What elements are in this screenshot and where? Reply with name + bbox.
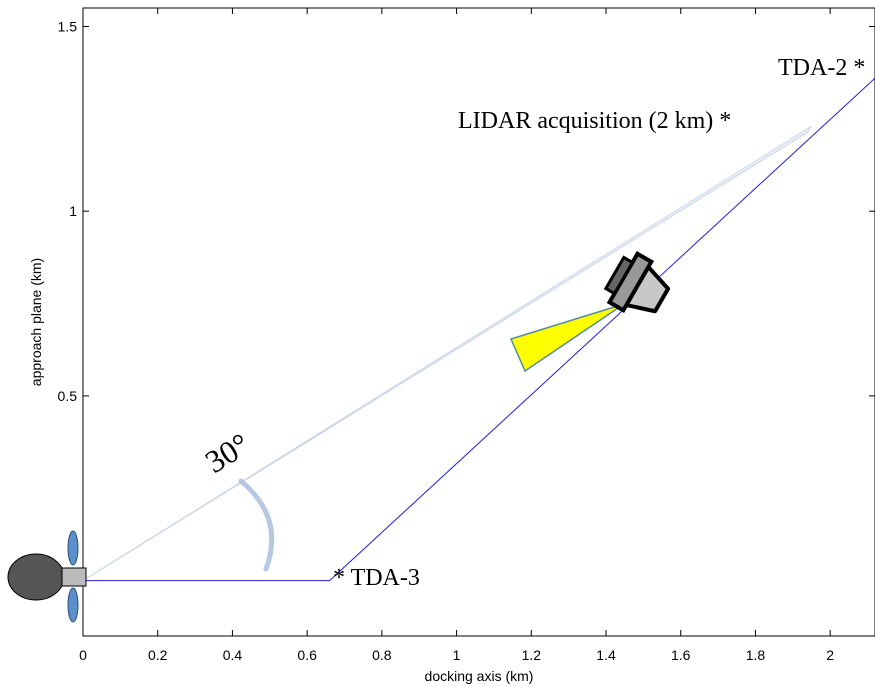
space-station-icon <box>7 530 87 623</box>
lidar-beam-icon <box>509 303 625 373</box>
x-axis-label: docking axis (km) <box>425 668 534 684</box>
y-axis-label: approach plane (km) <box>28 258 44 386</box>
x-tick-label: 0.4 <box>223 647 243 663</box>
x-tick-label: 0 <box>79 647 87 663</box>
x-tick-label: 1.4 <box>596 647 616 663</box>
tda2-label: TDA-2 * <box>778 55 865 81</box>
x-tick-label: 0.6 <box>297 647 317 663</box>
plot-frame <box>82 7 875 637</box>
x-axis: 0 0.2 0.4 0.6 0.8 1 1.2 1.4 1.6 1.8 2 <box>79 8 834 663</box>
angle-arc <box>238 478 275 572</box>
x-tick-label: 1.6 <box>671 647 691 663</box>
y-tick-label: 1.5 <box>58 18 78 34</box>
x-tick-label: 1 <box>453 647 461 663</box>
x-tick-label: 0.8 <box>372 647 392 663</box>
x-tick-label: 1.2 <box>522 647 542 663</box>
trajectory-line <box>83 77 875 582</box>
lidar-acquisition-label: LIDAR acquisition (2 km) * <box>458 108 731 134</box>
spacecraft-icon <box>603 251 671 314</box>
y-tick-label: 0.5 <box>58 388 78 404</box>
x-tick-label: 2 <box>826 647 834 663</box>
lidar-field-cone <box>82 125 812 582</box>
y-axis: 0.5 1 1.5 <box>58 18 875 404</box>
x-tick-label: 0.2 <box>148 647 168 663</box>
y-tick-label: 1 <box>69 203 77 219</box>
angle-label: 30° <box>199 426 256 480</box>
x-tick-label: 1.8 <box>746 647 766 663</box>
tda3-label: * TDA-3 <box>333 565 420 591</box>
